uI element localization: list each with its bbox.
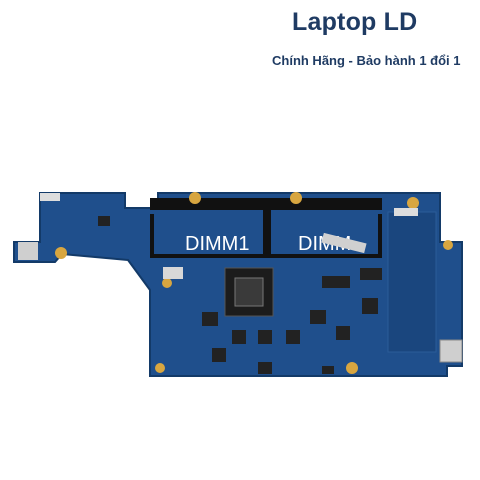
mounting-pad — [346, 362, 358, 374]
mounting-pad — [162, 278, 172, 288]
usb-port — [439, 339, 463, 363]
dimm-slot-lower — [154, 254, 378, 258]
label-sticker — [321, 232, 367, 254]
chip — [202, 312, 218, 326]
chip — [232, 330, 246, 344]
chip — [322, 366, 334, 374]
brand-title: Laptop LD — [292, 8, 418, 36]
motherboard-photo: DIMM1 DIMM — [0, 150, 480, 400]
chip — [212, 348, 226, 362]
dimm-slot-right-rail — [378, 214, 382, 258]
mounting-pad — [443, 240, 453, 250]
mounting-pad — [155, 363, 165, 373]
chip — [310, 310, 326, 324]
cpu-die — [234, 277, 264, 307]
pcb-right-region — [387, 211, 437, 353]
connector — [40, 193, 60, 201]
chip — [360, 268, 382, 280]
mounting-pad — [290, 192, 302, 204]
connector — [394, 208, 418, 216]
dimm1-label: DIMM1 — [185, 233, 249, 255]
dimm-slot-left-rail — [150, 214, 154, 258]
dimm-divider — [263, 206, 271, 256]
chip — [362, 298, 378, 314]
dimm-slot-upper — [150, 198, 382, 210]
chip — [322, 276, 350, 288]
mounting-pad — [55, 247, 67, 259]
chip — [258, 330, 272, 344]
brand-subtitle: Chính Hãng - Bảo hành 1 đổi 1 — [272, 53, 461, 68]
chip — [286, 330, 300, 344]
label-sticker — [163, 267, 183, 279]
mounting-pad — [189, 192, 201, 204]
chip — [258, 362, 272, 374]
mounting-pad — [407, 197, 419, 209]
chip — [336, 326, 350, 340]
connector — [18, 242, 38, 260]
cpu-package — [224, 267, 274, 317]
chip — [98, 216, 110, 226]
